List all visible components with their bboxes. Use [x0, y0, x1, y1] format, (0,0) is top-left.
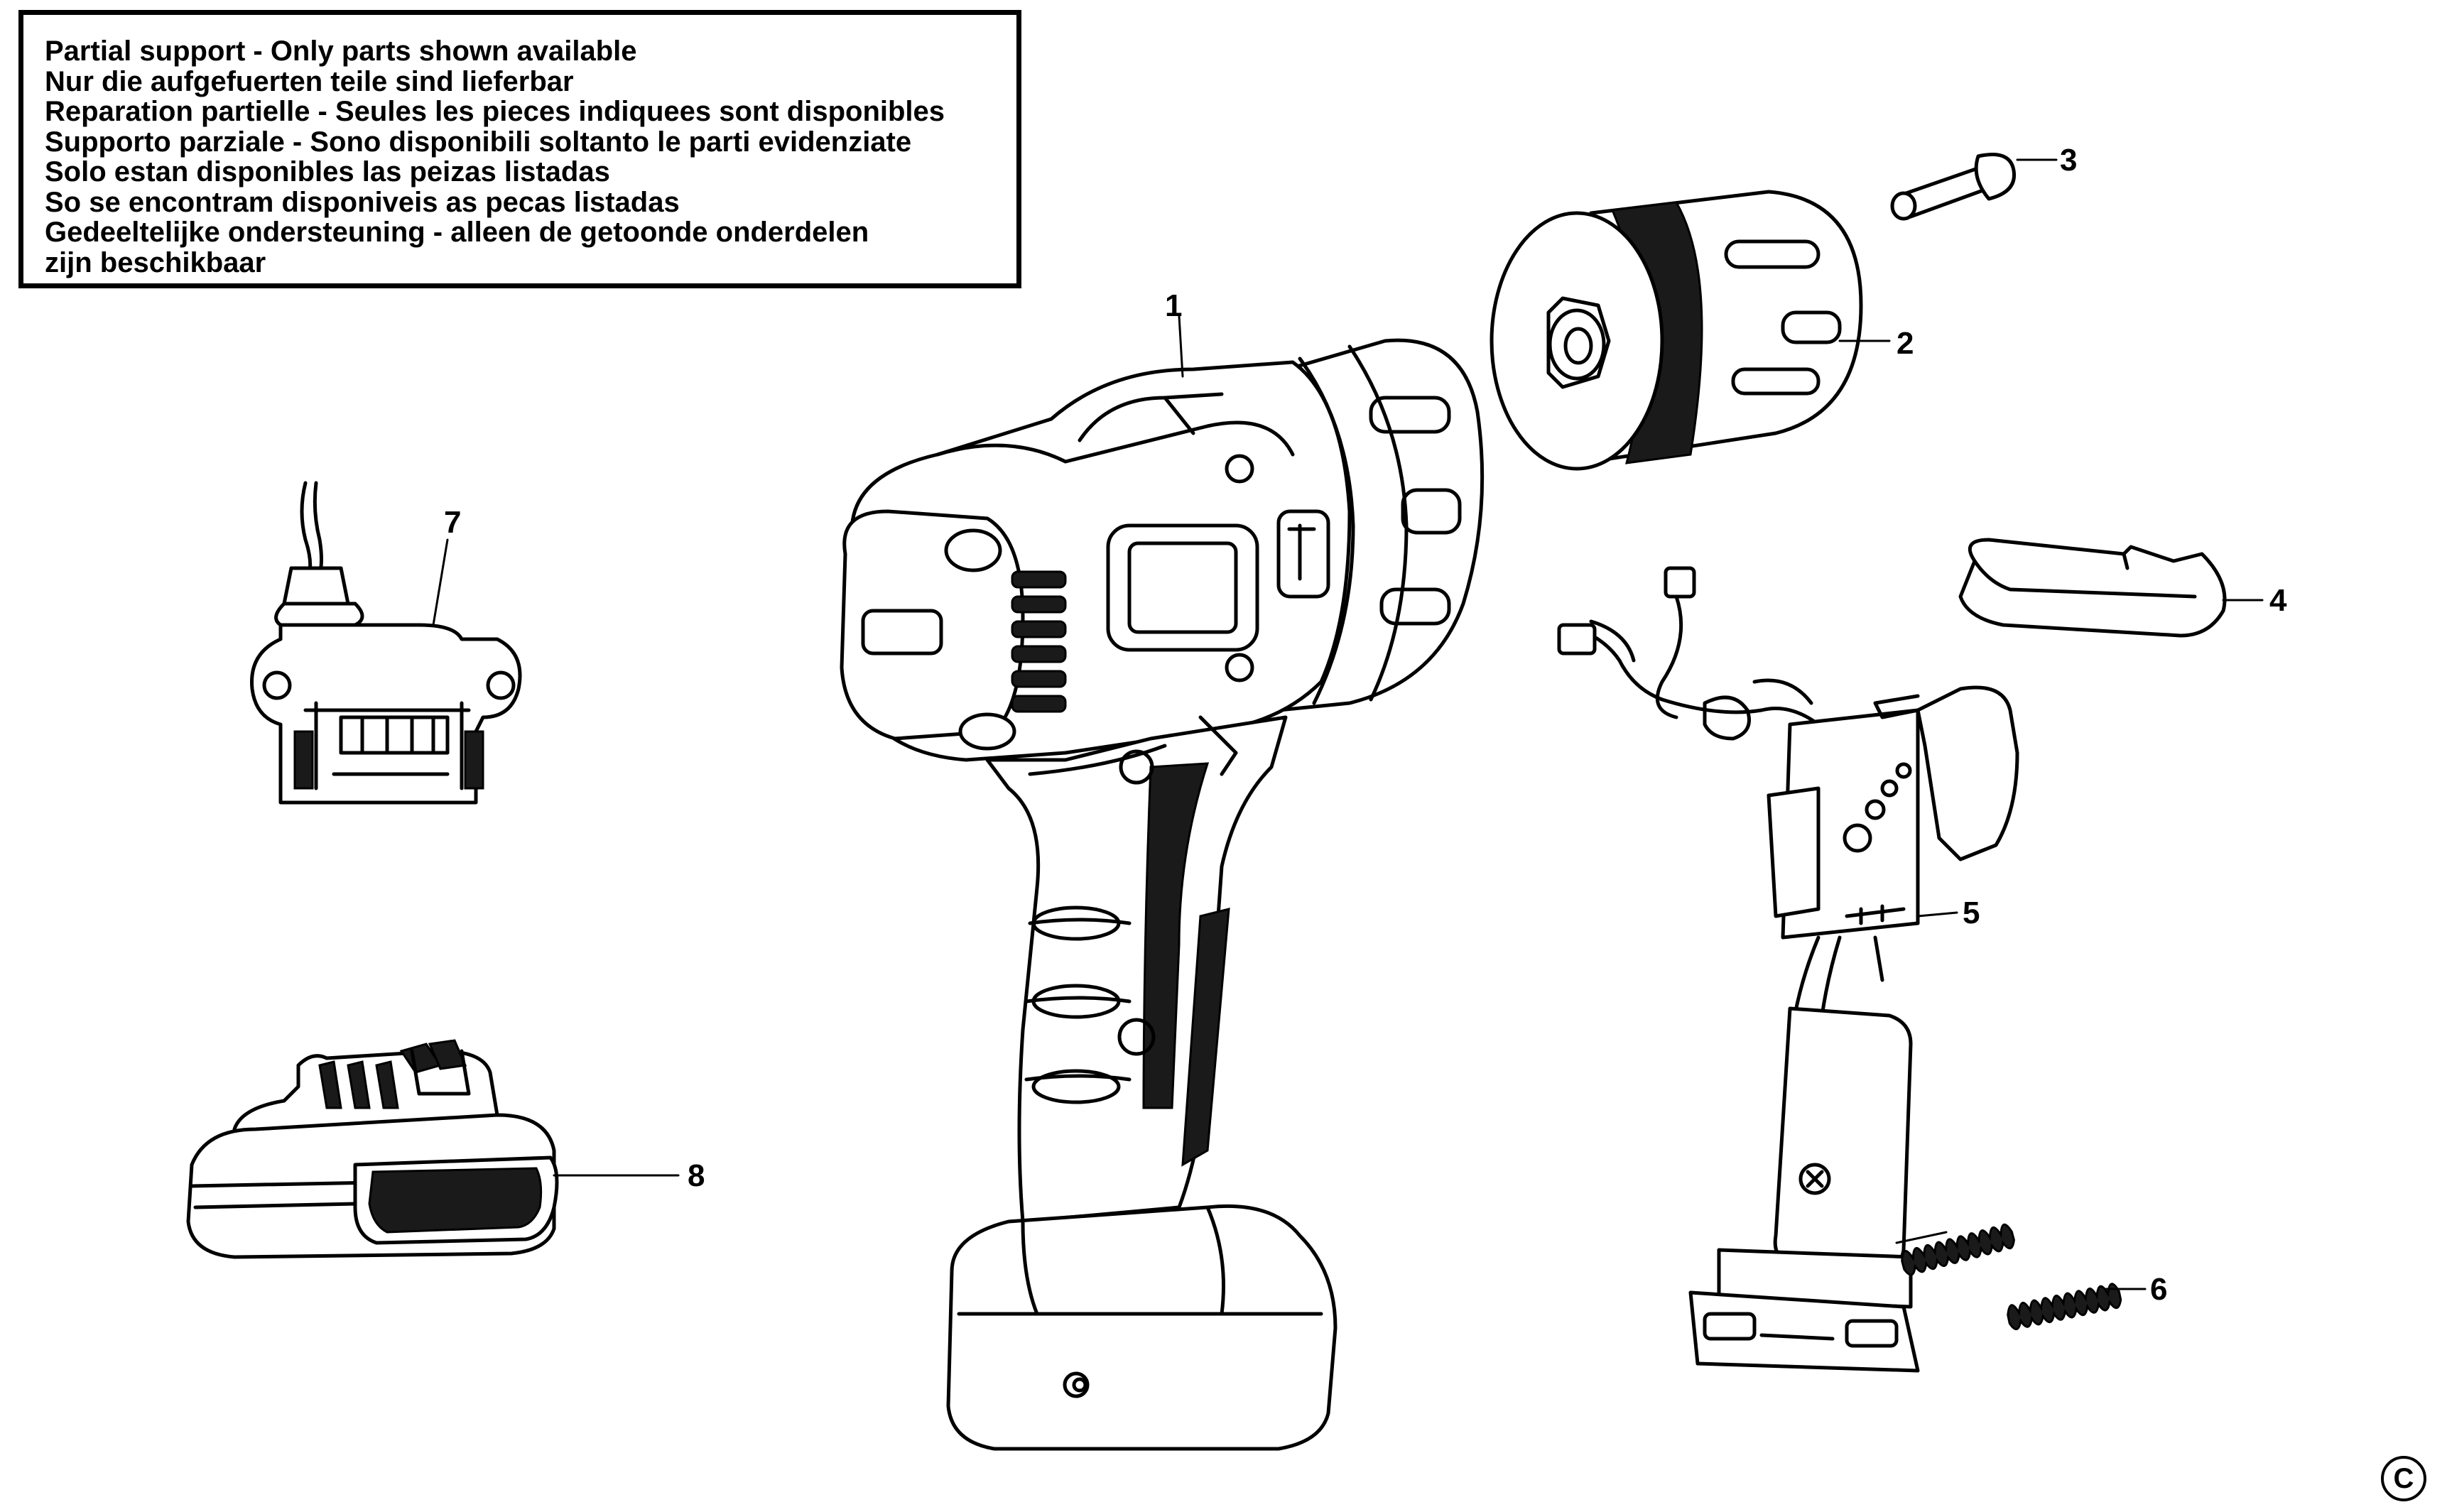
copyright-symbol: C [2381, 1456, 2426, 1501]
notice-line: Partial support - Only parts shown avail… [45, 36, 637, 67]
callout-part-8: 8 [688, 1158, 705, 1193]
screw-icon[interactable] [1890, 153, 2017, 221]
callout-part-5: 5 [1963, 896, 1980, 930]
notice-line: Reparation partielle - Seules les pieces… [45, 96, 945, 127]
callout-leaders [432, 158, 2264, 1290]
notice-line: Gedeeltelijke ondersteuning - alleen de … [45, 217, 869, 248]
callout-part-2: 2 [1897, 326, 1914, 361]
callout-part-1: 1 [1165, 288, 1182, 323]
notice-line: Supporto parziale - Sono disponibili sol… [45, 126, 912, 158]
drill-body-icon[interactable] [840, 338, 1485, 1451]
notice-line: Solo estan disponibles las peizas listad… [45, 156, 610, 187]
notice-line: So se encontram disponiveis as pecas lis… [45, 186, 680, 218]
charger-icon[interactable] [250, 481, 522, 805]
callout-part-6: 6 [2150, 1272, 2167, 1307]
battery-pack-icon[interactable] [186, 1039, 559, 1259]
trigger-switch-icon[interactable] [1557, 566, 2019, 1373]
availability-notice: Partial support - Only parts shown avail… [18, 10, 1021, 288]
callout-part-3: 3 [2060, 143, 2077, 178]
switch-bar-icon[interactable] [1958, 538, 2227, 638]
notice-line: Nur die aufgefuerten teile sind lieferba… [45, 65, 574, 97]
notice-line: zijn beschikbaar [45, 246, 266, 278]
spring-icon[interactable] [1895, 1223, 2122, 1330]
chuck-icon[interactable] [1490, 190, 1863, 471]
callout-part-7: 7 [444, 505, 461, 540]
callout-part-4: 4 [2269, 583, 2287, 618]
